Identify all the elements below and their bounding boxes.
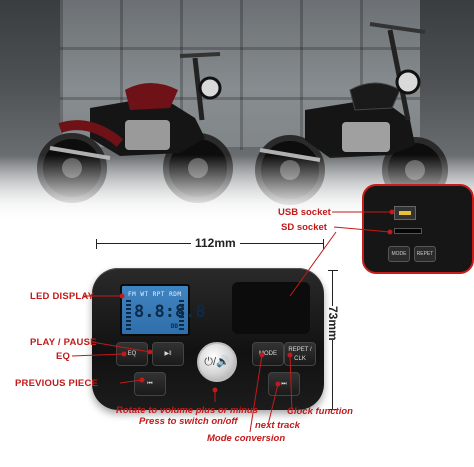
label-play-pause: PLAY / PAUSE <box>30 337 97 348</box>
inset-mode-button: MODE <box>388 246 410 262</box>
led-display: FM WT RPT RDM 8.8:8.8 DD <box>120 284 206 336</box>
inset-repeat-button: REPET <box>414 246 436 262</box>
display-digits: 8.8:8.8 <box>134 302 206 322</box>
display-level-bars-left <box>126 300 131 330</box>
display-dolby-mark: DD <box>170 323 178 330</box>
repeat-clock-button[interactable]: REPET / CLK <box>284 342 316 366</box>
power-volume-knob[interactable]: ⏻/🔊 <box>197 342 237 382</box>
eq-button[interactable]: EQ <box>116 342 148 366</box>
usb-sd-inset: MODE REPET <box>362 184 474 274</box>
audio-device: FM WT RPT RDM 8.8:8.8 DD EQ ▶‖ ⏮ ⏻/🔊 MOD… <box>92 268 324 410</box>
mode-button[interactable]: MODE <box>252 342 284 366</box>
speaker-grille <box>232 282 310 334</box>
label-usb-socket: USB socket <box>278 207 331 218</box>
play-pause-button[interactable]: ▶‖ <box>152 342 184 366</box>
height-dimension-label: 73mm <box>326 306 340 341</box>
label-sd-socket: SD socket <box>281 222 327 233</box>
usb-port-icon <box>394 206 416 220</box>
label-mode-conversion: Mode conversion <box>207 433 286 444</box>
label-rotate-volume: Rotate to volume plus or minus <box>116 405 258 416</box>
label-previous-piece: PREVIOUS PIECE <box>15 378 99 389</box>
label-eq: EQ <box>56 351 71 362</box>
sd-slot-icon <box>394 228 422 234</box>
display-level-bars-right <box>179 300 184 330</box>
previous-button[interactable]: ⏮ <box>134 372 166 396</box>
label-next-track: next track <box>255 420 300 431</box>
width-dimension-label: 112mm <box>191 236 240 250</box>
next-button[interactable]: ⏭ <box>268 372 300 396</box>
label-clock-function: Clock function <box>287 406 353 417</box>
label-led-display: LED DISPLAY <box>30 291 95 302</box>
display-mode-indicators: FM WT RPT RDM <box>128 291 182 298</box>
motorcycle-photo <box>0 0 474 225</box>
label-press-power: Press to switch on/off <box>139 416 238 427</box>
